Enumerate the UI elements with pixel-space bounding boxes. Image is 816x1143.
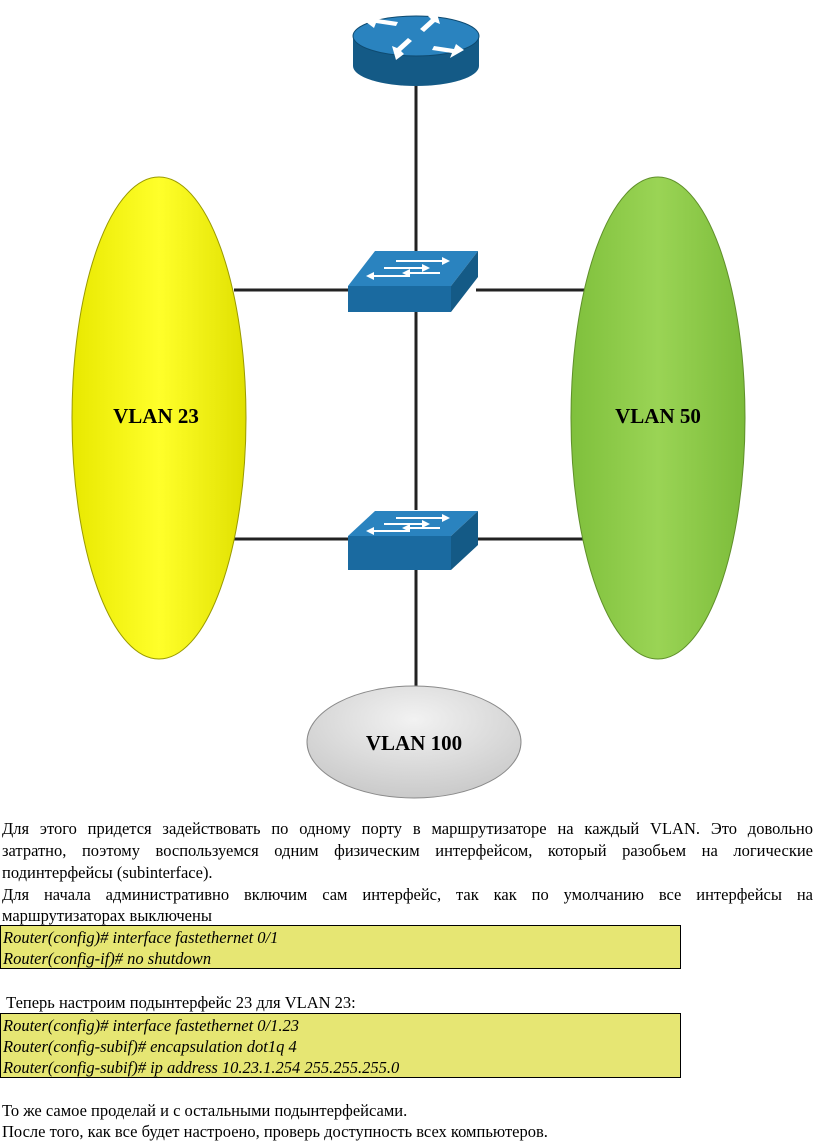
vlan-100-ellipse [306,685,522,799]
code-line: Router(config)# interface fastethernet 0… [3,928,279,947]
network-links [234,86,584,690]
paragraph-repeat: То же самое проделай и с остальными поды… [2,1101,408,1120]
text-line: подинтерфейсы (subinterface). [2,863,213,882]
text-line: затратно, поэтому воспользуемся одним фи… [2,841,813,860]
code-line: Router(config-if)# no shutdown [3,949,212,968]
vlan-23-label: VLAN 23 [113,404,199,428]
switch-icon [348,251,478,312]
network-diagram: VLAN 23 VLAN 50 VLAN 100 [71,10,746,799]
code-line: Router(config-subif)# ip address 10.23.1… [3,1058,400,1077]
vlan-50-ellipse [570,176,746,660]
vlan-50-label: VLAN 50 [615,404,701,428]
paragraph-verify: После того, как все будет настроено, про… [2,1122,548,1141]
switch-icon [348,511,478,570]
paragraph-subinterface: Теперь настроим подынтерфейс 23 для VLAN… [2,993,356,1012]
code-block-enable: Router(config)# interface fastethernet 0… [0,925,681,969]
router-icon [352,10,480,86]
code-block-subinterface: Router(config)# interface fastethernet 0… [0,1013,681,1078]
text-line: маршрутизаторах выключены [2,906,212,925]
text-line: Для этого придется задействовать по одно… [2,819,813,838]
code-line: Router(config)# interface fastethernet 0… [3,1016,300,1035]
vlan-100-label: VLAN 100 [366,731,462,755]
text-line: Для начала административно включим сам и… [2,885,813,904]
code-line: Router(config-subif)# encapsulation dot1… [3,1037,297,1056]
vlan-23-ellipse [71,176,247,660]
